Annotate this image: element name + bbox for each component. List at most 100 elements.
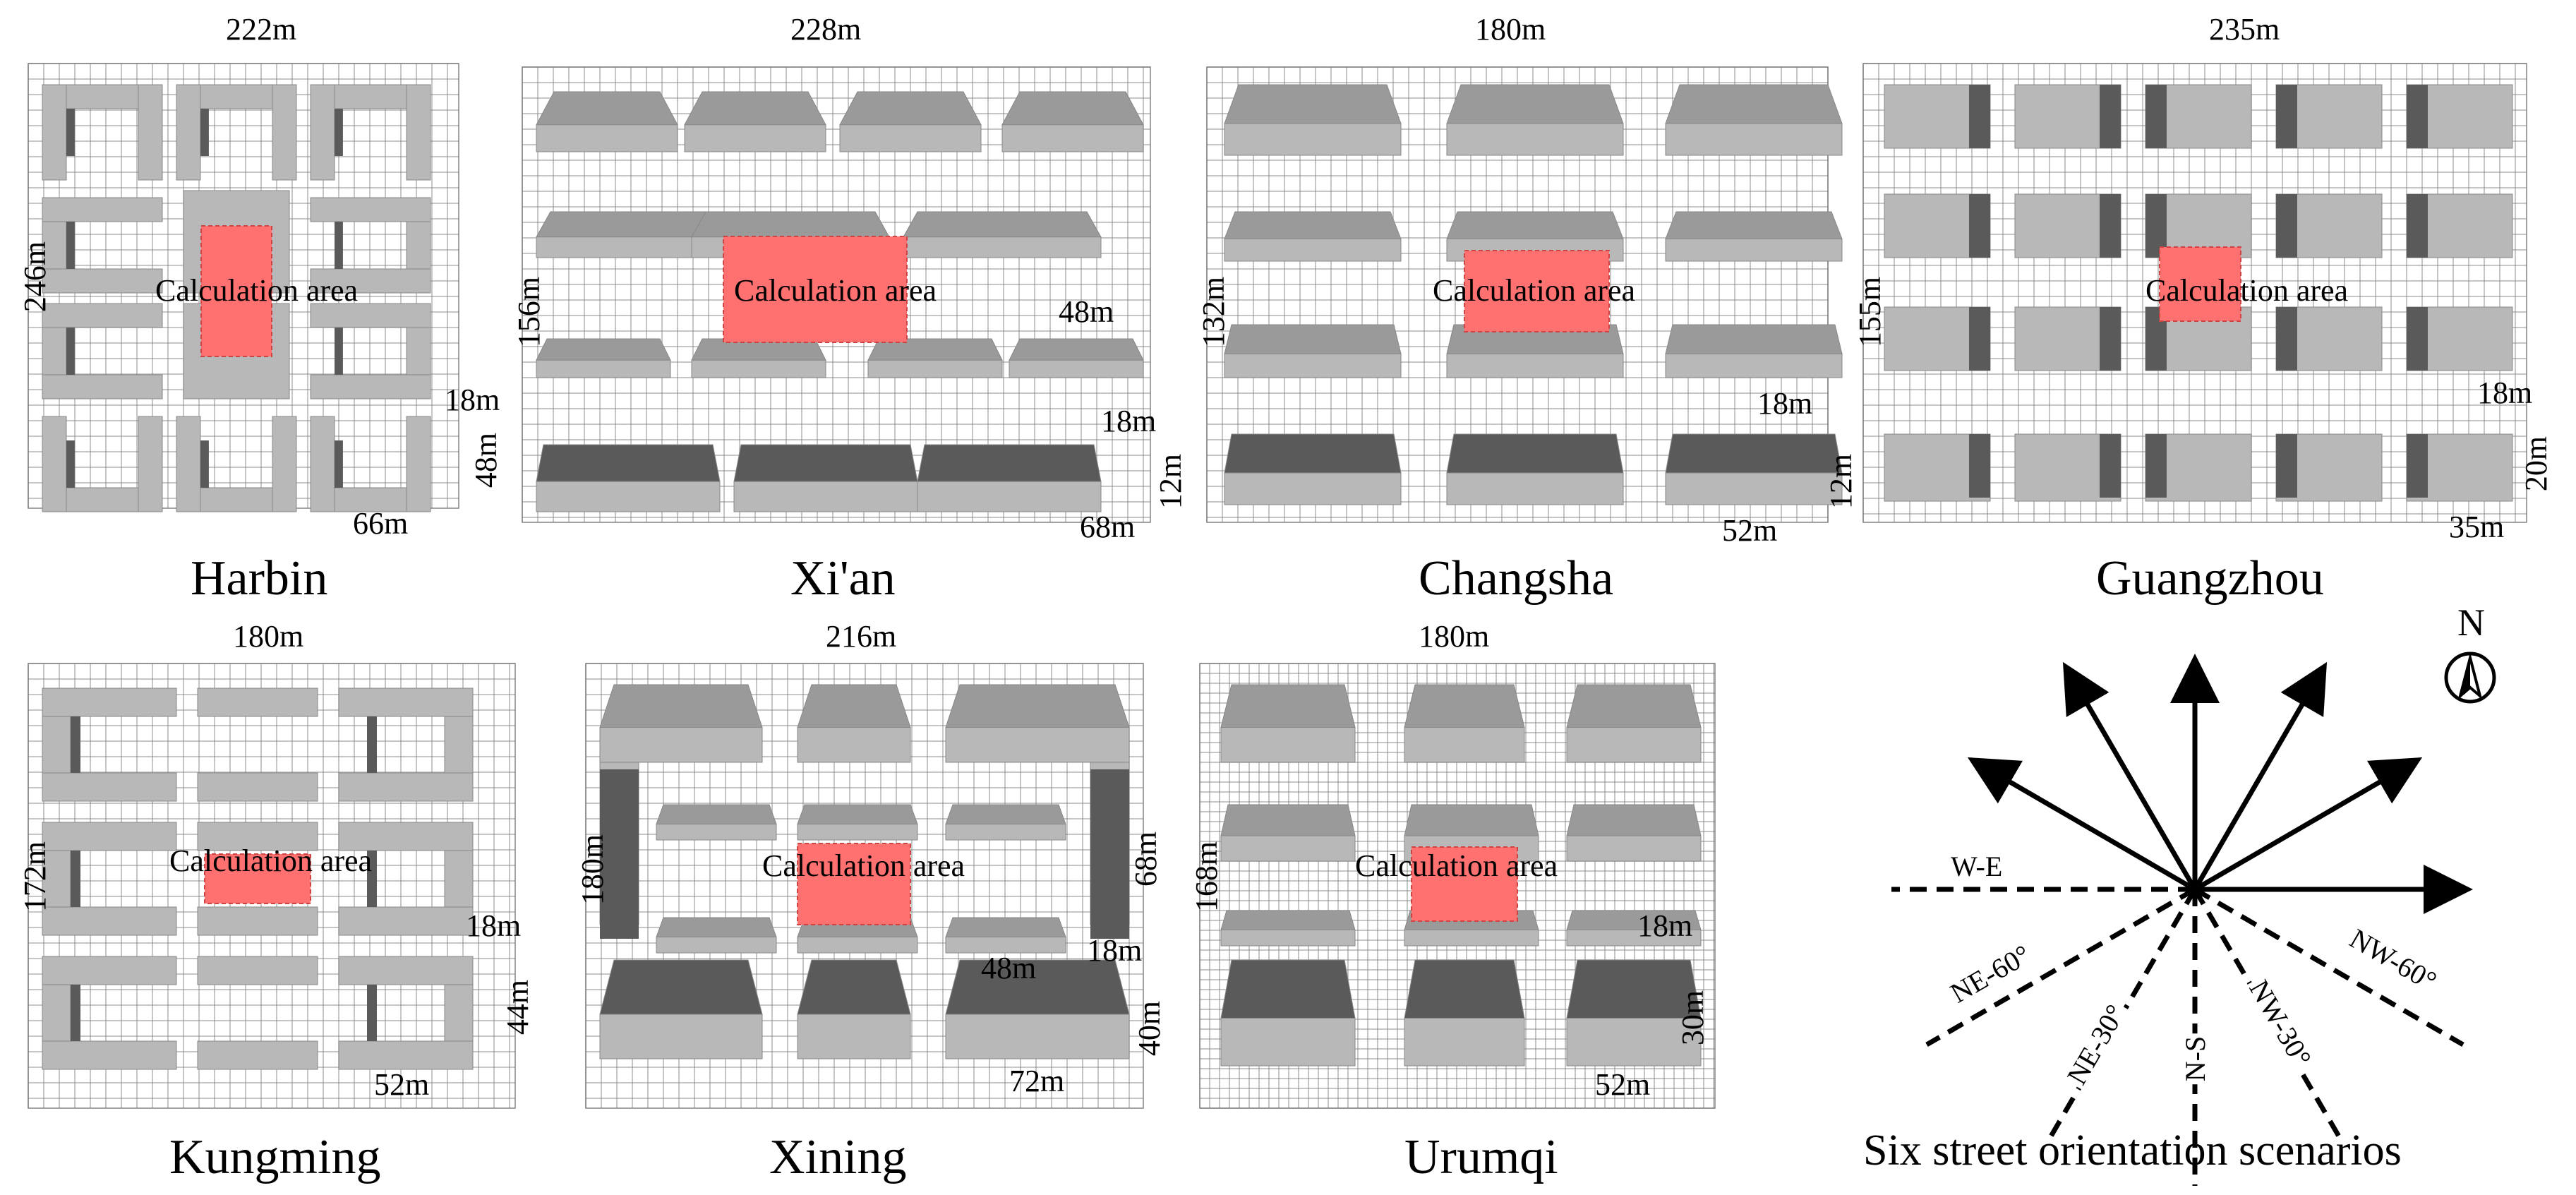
xian-street-label: 18m	[1101, 404, 1157, 438]
xining-bot-right-top	[945, 959, 1130, 1015]
kungming-right-1-arm2	[338, 906, 474, 936]
harbin-buildings	[42, 84, 431, 512]
kungming-mid-bot-2	[197, 1040, 318, 1070]
harbin-bldg-0-2-arm1	[310, 84, 335, 181]
xining-inner-top-2	[945, 824, 1066, 841]
xining-inner-bot-0	[656, 937, 777, 954]
urumqi-top-mid-top	[1404, 684, 1525, 728]
harbin-bldg-0-0-shade	[66, 109, 75, 156]
xian-row3-3-top	[1009, 338, 1144, 361]
kungming-left-2-arm1	[42, 956, 177, 985]
xian-row4-0-top	[536, 444, 721, 482]
xian-row1-3	[1001, 124, 1144, 152]
urumqi-street-label: 18m	[1637, 908, 1693, 943]
xining-depth-label: 40m	[1132, 1000, 1167, 1057]
harbin-bldg-0-1-arm1	[176, 84, 201, 181]
guangzhou-width-label: 235m	[2209, 12, 2280, 47]
xining-inner-top-2-top	[945, 804, 1066, 824]
arrow-nw60	[1967, 757, 2196, 892]
changsha-row1-2	[1665, 123, 1843, 156]
harbin-bldg-0-2-shade	[335, 109, 343, 156]
kungming-mid-bot-1	[197, 906, 318, 936]
guangzhou-street-label: 18m	[2477, 376, 2533, 410]
urumqi-bot-right	[1566, 1018, 1702, 1067]
xian-row1-1	[684, 124, 826, 152]
changsha-diagram	[1206, 66, 1843, 523]
harbin-bldg-2-2-shade	[335, 328, 343, 375]
guangzhou-shade-0-2	[2145, 85, 2167, 148]
guangzhou-shade-3-1	[2100, 434, 2121, 498]
changsha-row1-0-top	[1224, 84, 1402, 124]
xining-calc-area	[797, 843, 911, 925]
kungming-left-1-arm1	[42, 822, 177, 851]
kungming-right-1-shade	[367, 851, 377, 907]
changsha-row1-1	[1446, 123, 1624, 156]
guangzhou-shade-0-3	[2276, 85, 2297, 148]
kungming-depth-label: 44m	[500, 979, 536, 1035]
kungming-mid-top-1	[197, 822, 318, 851]
orientation-diagram	[1891, 651, 2496, 1186]
xining-bot-mid	[797, 1014, 911, 1059]
changsha-row3-0-top	[1224, 324, 1402, 354]
kungming-right-2-arm2	[338, 1040, 474, 1070]
urumqi-depth-label: 30m	[1675, 990, 1711, 1046]
xian-row3-2	[867, 359, 1003, 378]
xian-row1-1-top	[684, 91, 826, 126]
guangzhou-shade-0-0	[1969, 85, 1990, 148]
urumqi-row3-1	[1404, 930, 1539, 947]
xining-top-mid	[797, 727, 911, 763]
xining-left-shade	[600, 769, 639, 939]
changsha-row3-2	[1665, 353, 1843, 378]
tail-nw60	[2193, 887, 2464, 1047]
arrow-nw30	[2062, 661, 2198, 891]
xian-diagram	[522, 66, 1151, 523]
urumqi-row2-1-top	[1404, 804, 1539, 836]
urumqi-row3-2	[1566, 930, 1702, 947]
xian-row3-3	[1009, 359, 1144, 378]
harbin-bldg-1-2-shade	[335, 222, 343, 269]
xining-inner-bot-0-top	[656, 917, 777, 937]
changsha-height-label: 132m	[1196, 276, 1232, 348]
xian-row3-0	[536, 359, 671, 378]
xining-extra2-label: 68m	[1128, 831, 1164, 887]
xining-extra-label: 48m	[981, 951, 1037, 985]
guangzhou-shade-3-0	[1969, 434, 1990, 498]
xian-row4-2	[917, 481, 1102, 512]
xian-calc-area	[723, 236, 908, 343]
xining-inner-bot-2	[945, 937, 1066, 954]
urumqi-row2-0	[1220, 835, 1356, 862]
urumqi-calc-area	[1411, 846, 1518, 922]
changsha-row2-2-top	[1665, 211, 1843, 239]
xian-row2-1-top	[691, 211, 890, 238]
panel-urumqi: 180m 168m Calculation area 18m 30m 52m U…	[1189, 621, 1736, 1184]
changsha-calc-label: Calculation area	[1433, 273, 1636, 308]
guangzhou-length-label: 35m	[2449, 510, 2505, 544]
guangzhou-shade-0-1	[2100, 85, 2121, 148]
xian-row2-2-top	[903, 211, 1102, 238]
harbin-bldg-3-1-shade	[200, 440, 209, 488]
xining-height-label: 180m	[575, 834, 610, 906]
xining-bot-left-top	[599, 959, 763, 1015]
xian-row1-0-top	[536, 91, 678, 126]
kungming-left-1-arm2	[42, 906, 177, 936]
guangzhou-shade-1-0	[1969, 194, 1990, 258]
changsha-row4-0-top	[1224, 433, 1402, 474]
xian-row1-0	[536, 124, 678, 152]
kungming-left-0-shade	[71, 716, 80, 773]
changsha-row4-1-top	[1446, 433, 1624, 474]
xining-right-shade	[1090, 769, 1129, 939]
kungming-length-label: 52m	[374, 1067, 430, 1102]
guangzhou-shade-0-4	[2407, 85, 2428, 148]
xian-length-label: 68m	[1080, 510, 1136, 544]
urumqi-top-mid	[1404, 727, 1525, 763]
harbin-length-label: 66m	[353, 506, 409, 541]
changsha-caption: Changsha	[1419, 551, 1614, 606]
urumqi-top-right-top	[1566, 684, 1702, 728]
changsha-row3-2-top	[1665, 324, 1843, 354]
guangzhou-shade-3-3	[2276, 434, 2297, 498]
urumqi-top-right	[1566, 727, 1702, 763]
changsha-length-label: 52m	[1722, 513, 1778, 548]
harbin-bldg-3-1-arm1	[176, 416, 201, 512]
urumqi-caption: Urumqi	[1404, 1130, 1558, 1184]
north-label: N	[2457, 601, 2485, 644]
